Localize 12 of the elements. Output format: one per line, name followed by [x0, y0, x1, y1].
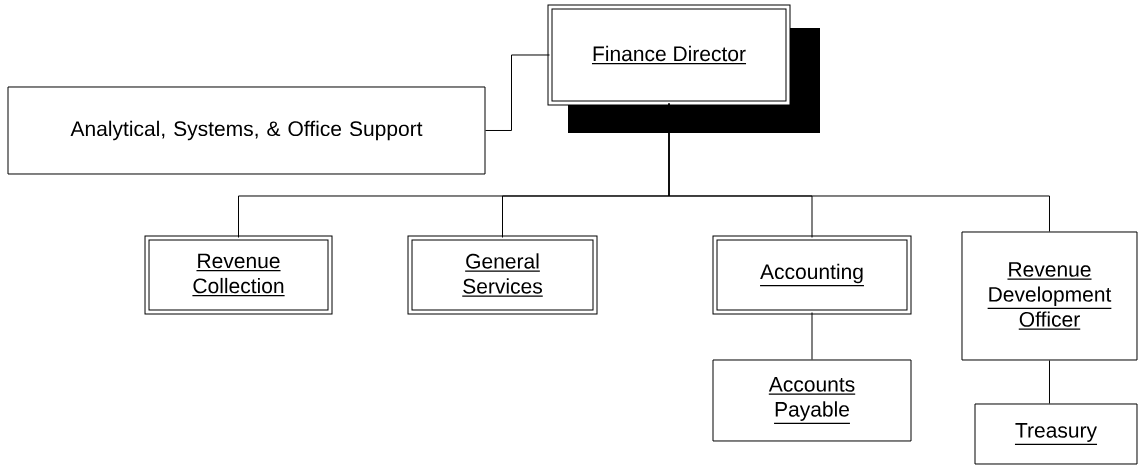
connector-line: [485, 54, 550, 131]
position-box: Revenue Development Officer: [961, 231, 1138, 361]
position-box: Finance Director: [547, 4, 820, 133]
position-box: Analytical, Systems, & Office Support: [7, 86, 486, 175]
connector-line: [1049, 360, 1050, 404]
position-box: Revenue Collection: [144, 235, 333, 315]
position-box: Accounting: [712, 235, 912, 315]
connector-line: [811, 312, 813, 360]
position-box: Treasury: [974, 403, 1138, 465]
position-box: General Services: [407, 235, 598, 315]
position-box: Accounts Payable: [712, 359, 912, 442]
connector-line: [668, 103, 1050, 232]
